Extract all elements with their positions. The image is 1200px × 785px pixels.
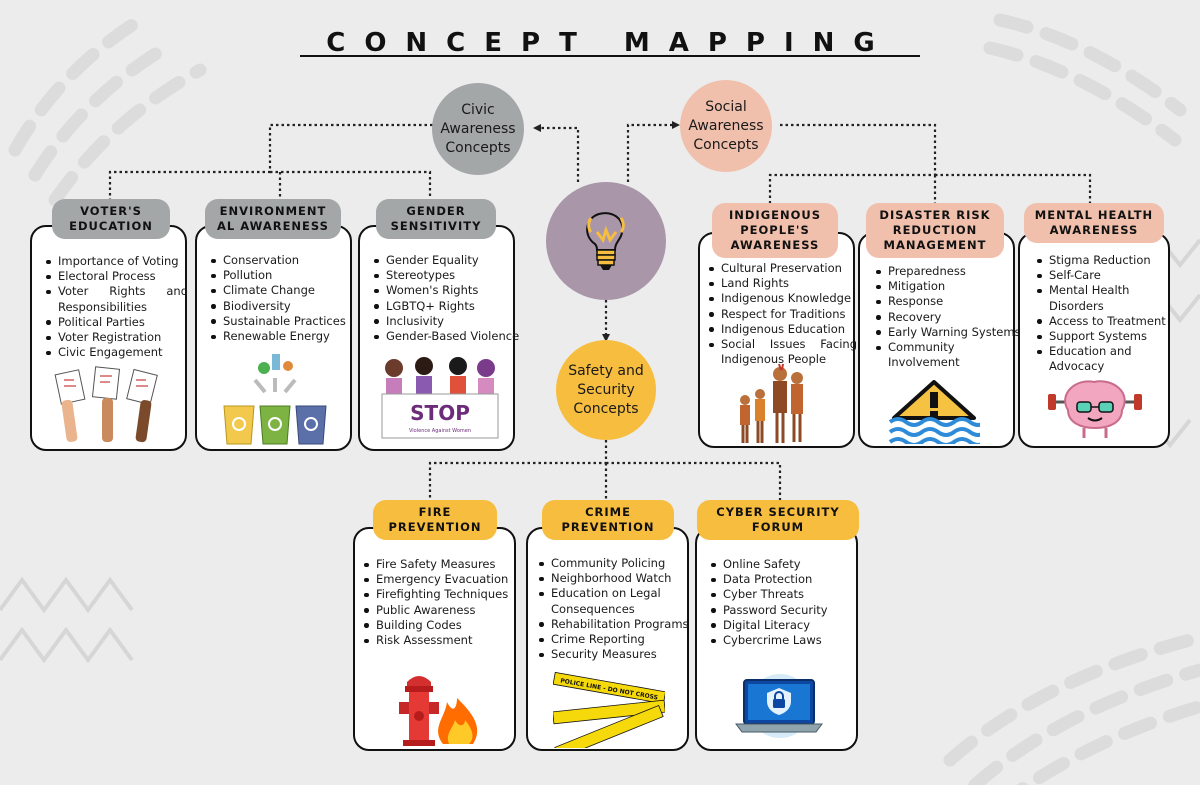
list-item: Risk Assessment [364, 633, 526, 648]
list-item: Preparedness [876, 264, 1028, 279]
list-item: Community Involvement [876, 340, 1028, 370]
list-item: Early Warning Systems [876, 325, 1028, 340]
list-item: Cyber Threats [711, 587, 868, 602]
cyber-security-list: Online Safety Data Protection Cyber Thre… [709, 557, 868, 648]
list-item: Pollution [211, 268, 363, 283]
list-item: Climate Change [211, 283, 363, 298]
crime-prevention-list: Community Policing Neighborhood Watch Ed… [537, 556, 701, 662]
list-item: Support Systems [1037, 329, 1181, 344]
list-item: Indigenous Education [709, 322, 857, 337]
stop-subtext: Violence Against Women [409, 428, 471, 434]
list-item: Education on Legal Consequences [539, 586, 701, 616]
list-item: Recovery [876, 310, 1028, 325]
stop-text: STOP [410, 401, 470, 425]
list-item: Stigma Reduction [1037, 253, 1181, 268]
voters-education-list: Importance of Voting Electoral Process V… [44, 254, 188, 360]
list-item: Security Measures [539, 647, 701, 662]
police-tape-illustration: POLICE LINE - DO NOT CROSS [553, 672, 665, 748]
safety-security-label: Safety and Security Concepts [568, 362, 644, 417]
list-item: Password Security [711, 603, 868, 618]
list-item: Public Awareness [364, 603, 526, 618]
mental-health-title: MENTAL HEALTH AWARENESS [1024, 203, 1164, 243]
list-item: Cybercrime Laws [711, 633, 868, 648]
list-item: Social Issues Facing Indigenous People [709, 337, 857, 367]
cyber-security-title: CYBER SECURITY FORUM [697, 500, 859, 540]
list-item: Sustainable Practices [211, 314, 363, 329]
list-item: Renewable Energy [211, 329, 363, 344]
list-item: Electoral Process [46, 269, 188, 284]
list-item: Data Protection [711, 572, 868, 587]
list-item: Education and Advocacy [1037, 344, 1181, 374]
list-item: Voter Registration [46, 330, 188, 345]
flood-warning-illustration [888, 380, 980, 444]
list-item: Women's Rights [374, 283, 531, 298]
list-item: Stereotypes [374, 268, 531, 283]
list-item: Online Safety [711, 557, 868, 572]
safety-security-node: Safety and Security Concepts [556, 340, 656, 440]
indigenous-family-illustration [740, 364, 803, 443]
list-item: Fire Safety Measures [364, 557, 526, 572]
fire-prevention-title: FIRE PREVENTION [373, 500, 497, 540]
list-item: Mitigation [876, 279, 1028, 294]
list-item: Gender Equality [374, 253, 531, 268]
list-item: Inclusivity [374, 314, 531, 329]
environmental-awareness-title: ENVIRONMENT AL AWARENESS [205, 199, 341, 239]
list-item: Biodiversity [211, 299, 363, 314]
indigenous-awareness-list: Cultural Preservation Land Rights Indige… [707, 261, 857, 367]
lightbulb-icon [586, 212, 625, 270]
list-item: Civic Engagement [46, 345, 188, 360]
list-item: Self-Care [1037, 268, 1181, 283]
stop-violence-banner-illustration: STOP Violence Against Women [381, 357, 499, 439]
disaster-risk-title: DISASTER RISK REDUCTION MANAGEMENT [866, 203, 1004, 258]
list-item: Conservation [211, 253, 363, 268]
crime-prevention-title: CRIME PREVENTION [542, 500, 674, 540]
list-item: Political Parties [46, 315, 188, 330]
list-item: Emergency Evacuation [364, 572, 526, 587]
disaster-risk-list: Preparedness Mitigation Response Recover… [874, 264, 1028, 370]
fire-hydrant-illustration [399, 676, 478, 746]
list-item: Voter Rights and Responsibilities [46, 284, 188, 314]
list-item: Neighborhood Watch [539, 571, 701, 586]
list-item: Building Codes [364, 618, 526, 633]
social-awareness-node: Social Awareness Concepts [680, 80, 772, 172]
page-title: CONCEPT MAPPING [326, 28, 894, 58]
list-item: Gender-Based Violence [374, 329, 531, 344]
gender-sensitivity-title: GENDER SENSITIVITY [376, 199, 496, 239]
central-idea-node [546, 182, 666, 300]
gender-sensitivity-list: Gender Equality Stereotypes Women's Righ… [372, 253, 531, 344]
list-item: LGBTQ+ Rights [374, 299, 531, 314]
environmental-awareness-list: Conservation Pollution Climate Change Bi… [209, 253, 363, 344]
civic-awareness-node: Civic Awareness Concepts [432, 83, 524, 175]
list-item: Firefighting Techniques [364, 587, 526, 602]
list-item: Indigenous Knowledge [709, 291, 857, 306]
indigenous-awareness-title: INDIGENOUS PEOPLE'S AWARENESS [712, 203, 838, 258]
list-item: Access to Treatment [1037, 314, 1181, 329]
recycling-bins-illustration [223, 354, 327, 445]
mental-health-list: Stigma Reduction Self-Care Mental Health… [1035, 253, 1181, 375]
list-item: Rehabilitation Programs [539, 617, 701, 632]
list-item: Community Policing [539, 556, 701, 571]
title-underline [300, 55, 920, 57]
list-item: Digital Literacy [711, 618, 868, 633]
voters-education-title: VOTER'S EDUCATION [52, 199, 170, 239]
civic-awareness-label: Civic Awareness Concepts [440, 101, 516, 156]
brain-exercise-illustration [1048, 380, 1142, 438]
list-item: Respect for Traditions [709, 307, 857, 322]
list-item: Response [876, 294, 1028, 309]
list-item: Land Rights [709, 276, 857, 291]
fire-prevention-list: Fire Safety Measures Emergency Evacuatio… [362, 557, 526, 648]
list-item: Mental Health Disorders [1037, 283, 1181, 313]
secure-laptop-illustration [735, 674, 823, 738]
raised-ballots-illustration [54, 366, 158, 443]
list-item: Crime Reporting [539, 632, 701, 647]
list-item: Cultural Preservation [709, 261, 857, 276]
social-awareness-label: Social Awareness Concepts [688, 98, 764, 153]
list-item: Importance of Voting [46, 254, 188, 269]
